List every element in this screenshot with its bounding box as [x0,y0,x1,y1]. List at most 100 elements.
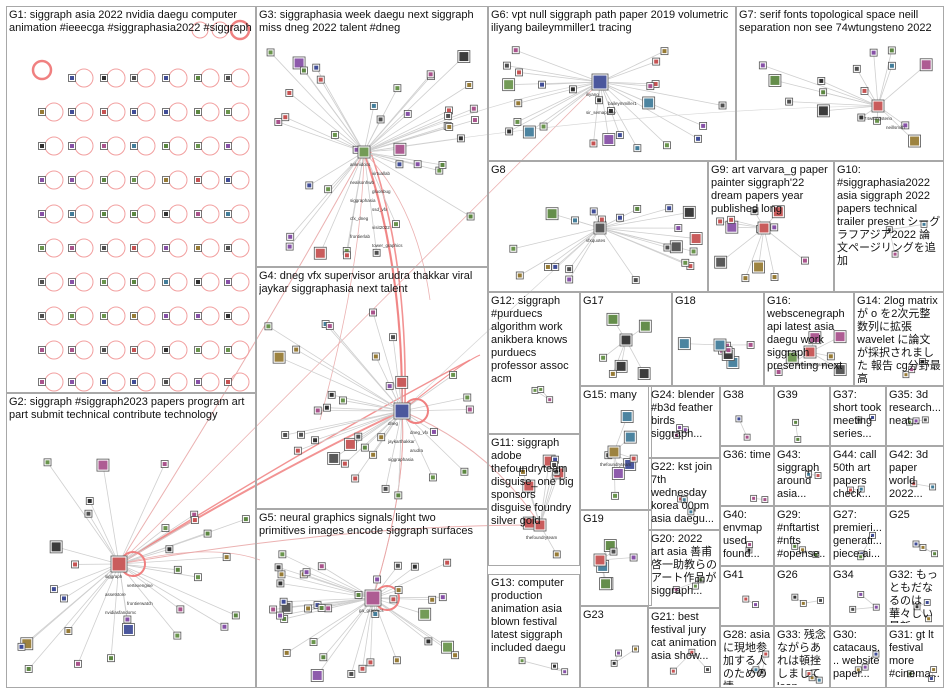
graph-node [629,553,638,562]
graph-node [292,345,301,354]
graph-node [347,670,356,678]
graph-node [438,161,447,169]
node-label: visit2022 [372,225,390,230]
graph-node [162,142,170,150]
graph-node [165,545,174,554]
graph-node [620,410,634,423]
node-label: webscenegraph [796,362,828,367]
graph-node [808,331,822,345]
group-box-g24 [648,386,720,458]
graph-node [502,78,516,92]
graph-node [888,61,896,70]
graph-node [305,181,314,190]
graph-node [920,220,928,228]
graph-node [162,108,170,116]
graph-node [68,278,76,286]
graph-node [849,605,857,613]
graph-node [418,607,432,621]
graph-node [360,443,369,452]
graph-node [317,562,326,571]
graph-node [451,651,459,660]
graph-node [100,312,108,320]
graph-node [901,121,910,130]
graph-node [663,141,671,150]
graph-node [456,134,465,143]
graph-node [752,666,760,674]
graph-node [794,435,802,443]
graph-node [162,176,170,184]
graph-node [313,406,322,415]
graph-node [855,416,863,424]
graph-node [791,542,799,550]
graph-node [906,670,914,678]
node-label: dneg_vfx [410,430,429,435]
graph-node [750,207,759,216]
graph-node [817,77,826,85]
graph-node [377,433,386,442]
graph-node [522,125,536,139]
group-box-g3 [256,6,488,267]
graph-node [513,118,522,126]
graph-node [277,570,286,579]
graph-node [110,555,128,573]
graph-node [538,80,546,89]
graph-node [100,74,108,82]
graph-node [663,243,672,252]
graph-node [292,56,306,70]
graph-node [921,416,929,424]
graph-node [673,431,680,439]
graph-node [322,403,331,412]
graph-node [515,68,523,77]
graph-node [805,470,813,478]
graph-node [372,248,381,257]
graph-node [285,89,294,97]
graph-node [130,278,138,286]
graph-node [735,415,743,423]
graph-node [272,350,286,364]
graph-node [373,575,382,584]
graph-node [194,312,202,320]
group-box-g12 [488,292,580,434]
node-label: 74wtungsteno [864,116,893,121]
graph-node [591,73,609,91]
graph-node [444,112,453,120]
graph-node [704,666,711,673]
graph-node [445,123,454,131]
group-box-g27 [830,506,886,566]
graph-node [466,212,475,221]
graph-node [441,640,454,654]
graph-node [50,585,58,594]
graph-node [68,142,76,150]
graph-node [515,271,524,280]
graph-node [327,452,341,465]
graph-node [173,631,182,640]
graph-node [38,278,46,286]
node-label: nealsonhwb [350,180,375,185]
graph-node [68,108,76,116]
graph-node [869,414,876,421]
graph-node [833,363,847,377]
graph-node [84,509,93,518]
graph-node [682,205,696,219]
graph-node [872,603,880,611]
graph-node [660,47,669,56]
group-box-g44 [830,446,886,506]
graph-node [608,369,617,378]
graph-node [312,63,321,72]
graph-node [173,565,182,574]
graph-node [565,265,574,274]
group-box-g14 [854,292,944,386]
graph-node [203,529,212,538]
graph-node [676,424,683,431]
graph-node [38,176,46,184]
graph-node [460,467,469,476]
graph-node [162,312,170,320]
graph-node [743,433,751,441]
graph-node [861,663,869,671]
graph-node [758,61,767,70]
graph-node [224,378,232,386]
graph-node [224,346,232,354]
graph-node [623,430,637,444]
graph-node [718,101,727,110]
graph-node [912,540,920,548]
